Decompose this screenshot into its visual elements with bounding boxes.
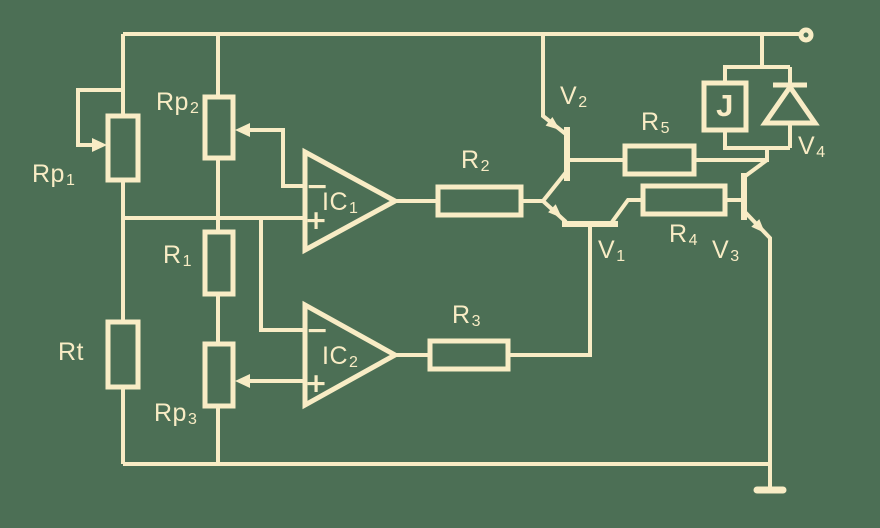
label-rp3-sub: 3 xyxy=(187,411,198,428)
label-ic1: IC1 xyxy=(322,188,359,217)
wire-v2-collector xyxy=(541,169,569,203)
wire-rp1-wiper-loop xyxy=(76,88,123,147)
label-r3-main: R xyxy=(452,301,471,329)
supply-terminal-icon xyxy=(798,27,814,43)
label-relay-j: J xyxy=(704,82,746,129)
label-r3-sub: 3 xyxy=(471,313,481,330)
rp2-wiper-arrow xyxy=(235,123,250,137)
label-rp3: Rp3 xyxy=(154,399,198,428)
label-r1-main: R xyxy=(163,241,182,269)
ic2-inverting-sign: − xyxy=(306,315,329,346)
label-rp1: Rp1 xyxy=(32,160,76,189)
rp2-body xyxy=(202,94,236,161)
rp1-body xyxy=(105,113,141,183)
rp3-wiper-arrow xyxy=(235,374,250,388)
label-r2-main: R xyxy=(461,146,480,174)
v3-emitter-arrow xyxy=(751,219,765,233)
label-v4-sub: 4 xyxy=(816,144,826,161)
label-ic1-sub: 1 xyxy=(349,200,359,217)
label-ic2-sub: 2 xyxy=(349,354,359,371)
label-v2: V2 xyxy=(560,82,588,111)
wire-v3-emitter-to-ground xyxy=(742,209,772,490)
label-rt: Rt xyxy=(58,340,85,365)
ic2-noninverting-sign: + xyxy=(305,368,328,399)
wire-r5-to-nodeB xyxy=(694,148,769,179)
label-r5-main: R xyxy=(641,108,660,136)
label-r3: R3 xyxy=(452,301,481,330)
label-ic2-main: IC xyxy=(322,342,348,370)
wire-v1-base-to-r3 xyxy=(508,224,592,357)
label-relay-j-main: J xyxy=(716,88,734,123)
r5-body xyxy=(622,143,697,177)
label-rp1-main: Rp xyxy=(32,160,65,188)
label-v4: V4 xyxy=(798,132,826,161)
label-r1-sub: 1 xyxy=(182,253,192,270)
label-r4-main: R xyxy=(669,220,688,248)
label-v1: V1 xyxy=(598,236,626,265)
r3-body xyxy=(427,338,511,372)
label-v3-sub: 3 xyxy=(730,248,740,265)
label-rp1-sub: 1 xyxy=(65,172,76,189)
label-r5: R5 xyxy=(641,108,670,137)
label-ic1-main: IC xyxy=(322,188,348,216)
label-r2-sub: 2 xyxy=(480,158,490,175)
label-v4-main: V xyxy=(798,132,816,160)
rp3-body xyxy=(202,341,236,409)
label-r4-sub: 4 xyxy=(688,232,698,249)
r4-body xyxy=(640,183,728,217)
wire-r4-to-v1-collector xyxy=(610,198,643,224)
wire-ic2-inverting-feed xyxy=(259,218,305,332)
label-ic2: IC2 xyxy=(322,342,359,371)
label-v1-main: V xyxy=(598,236,616,264)
wire-rp2-wiper-to-ic1 xyxy=(248,128,305,188)
label-r4: R4 xyxy=(669,220,698,249)
label-r1: R1 xyxy=(163,241,192,270)
label-rp2-main: Rp xyxy=(156,88,189,116)
label-v3: V3 xyxy=(712,236,740,265)
ic2-opamp-triangle xyxy=(302,300,401,410)
label-v2-sub: 2 xyxy=(578,94,588,111)
relay-coil-body xyxy=(701,80,749,133)
label-v1-sub: 1 xyxy=(616,248,626,265)
label-rt-main: Rt xyxy=(58,338,84,366)
v2-emitter-arrow xyxy=(545,117,560,130)
label-r2: R2 xyxy=(461,146,490,175)
ic1-inverting-sign: − xyxy=(306,171,329,202)
v4-diode-triangle xyxy=(760,82,820,126)
label-v2-main: V xyxy=(560,82,578,110)
rt-body xyxy=(105,319,141,390)
label-r5-sub: 5 xyxy=(660,120,670,137)
rp1-wiper-arrow xyxy=(92,138,107,152)
label-rp3-main: Rp xyxy=(154,399,187,427)
label-rp2: Rp2 xyxy=(156,88,200,117)
label-rp2-sub: 2 xyxy=(189,100,200,117)
r2-body xyxy=(435,184,524,218)
label-v3-main: V xyxy=(712,236,730,264)
r1-body xyxy=(202,229,236,297)
ic1-opamp-triangle xyxy=(302,147,401,255)
ic1-noninverting-sign: + xyxy=(305,205,328,236)
v1-emitter-arrow xyxy=(548,204,562,218)
